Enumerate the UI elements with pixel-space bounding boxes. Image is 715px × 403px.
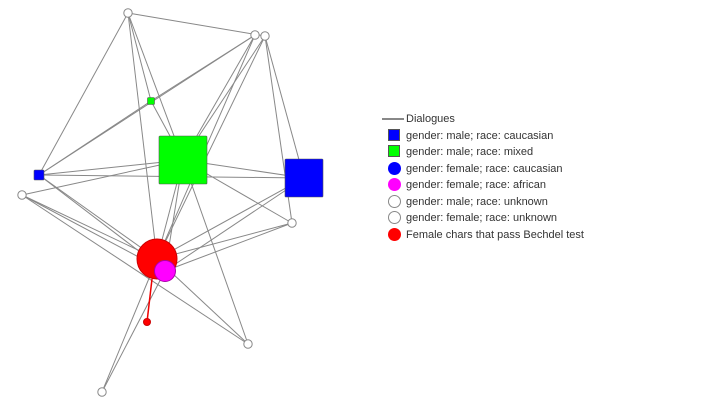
male-mixed-node — [147, 97, 155, 105]
dialogue-edge — [127, 12, 152, 102]
unknown-character-node — [243, 339, 253, 349]
dialogue-edge — [127, 12, 184, 161]
dialogue-edge — [21, 159, 184, 196]
dialogue-edge — [164, 177, 305, 272]
circle-icon — [380, 227, 406, 243]
legend-label: gender: male; race: mixed — [406, 146, 534, 159]
square-icon — [380, 144, 406, 160]
legend-item-female-unknown: gender: female; race: unknown — [380, 210, 584, 227]
legend-item-female-caucasian: gender: female; race: caucasian — [380, 161, 584, 178]
legend-label: gender: female; race: unknown — [406, 212, 558, 225]
female-african-node — [154, 260, 176, 282]
square-icon — [380, 128, 406, 144]
dialogue-edge — [21, 194, 249, 345]
dialogue-edge — [127, 12, 158, 260]
male-caucasian-node — [33, 169, 45, 181]
open-circle-icon — [380, 210, 406, 226]
unknown-character-node — [260, 31, 270, 41]
dialogue-edge — [156, 35, 266, 260]
legend-label: gender: male; race: caucasian — [406, 129, 554, 142]
dialogue-edge — [101, 258, 158, 393]
character-network-graph — [17, 8, 324, 397]
dialogue-edge — [156, 177, 305, 260]
unknown-character-node — [97, 387, 107, 397]
dialogue-edge — [21, 194, 158, 260]
circle-icon — [380, 177, 406, 193]
dialogue-edge — [156, 222, 293, 260]
legend-item-male-unknown: gender: male; race: unknown — [380, 194, 584, 211]
unknown-character-node — [123, 8, 133, 18]
dialogue-edge — [164, 222, 293, 272]
legend-label: gender: male; race: unknown — [406, 195, 548, 208]
unknown-character-node — [287, 218, 297, 228]
legend-item-bechdel: Female chars that pass Bechdel test — [380, 227, 584, 244]
line-icon — [380, 111, 406, 127]
legend-item-male-mixed: gender: male; race: mixed — [380, 144, 584, 161]
open-circle-icon — [380, 194, 406, 210]
legend: Dialogues gender: male; race: caucasian … — [380, 111, 584, 243]
unknown-character-node — [250, 30, 260, 40]
legend-label: Female chars that pass Bechdel test — [406, 228, 584, 241]
dialogue-edge — [101, 270, 166, 393]
dialogue-edge — [127, 12, 266, 37]
circle-icon — [380, 161, 406, 177]
legend-item-female-african: gender: female; race: african — [380, 177, 584, 194]
legend-label: gender: female; race: african — [406, 179, 547, 192]
legend-label: gender: female; race: caucasian — [406, 162, 563, 175]
bechdel-female-node — [143, 318, 151, 326]
unknown-character-node — [17, 190, 27, 200]
male-caucasian-node — [284, 158, 324, 198]
bechdel-edge — [146, 278, 153, 323]
dialogue-edge — [264, 35, 305, 179]
dialogue-edge — [38, 174, 158, 260]
legend-item-male-caucasian: gender: male; race: caucasian — [380, 128, 584, 145]
legend-item-dialogues: Dialogues — [380, 111, 584, 128]
male-mixed-node — [158, 135, 208, 185]
dialogue-edge — [38, 12, 129, 176]
dialogue-edge — [38, 100, 152, 176]
legend-label: Dialogues — [406, 113, 455, 126]
